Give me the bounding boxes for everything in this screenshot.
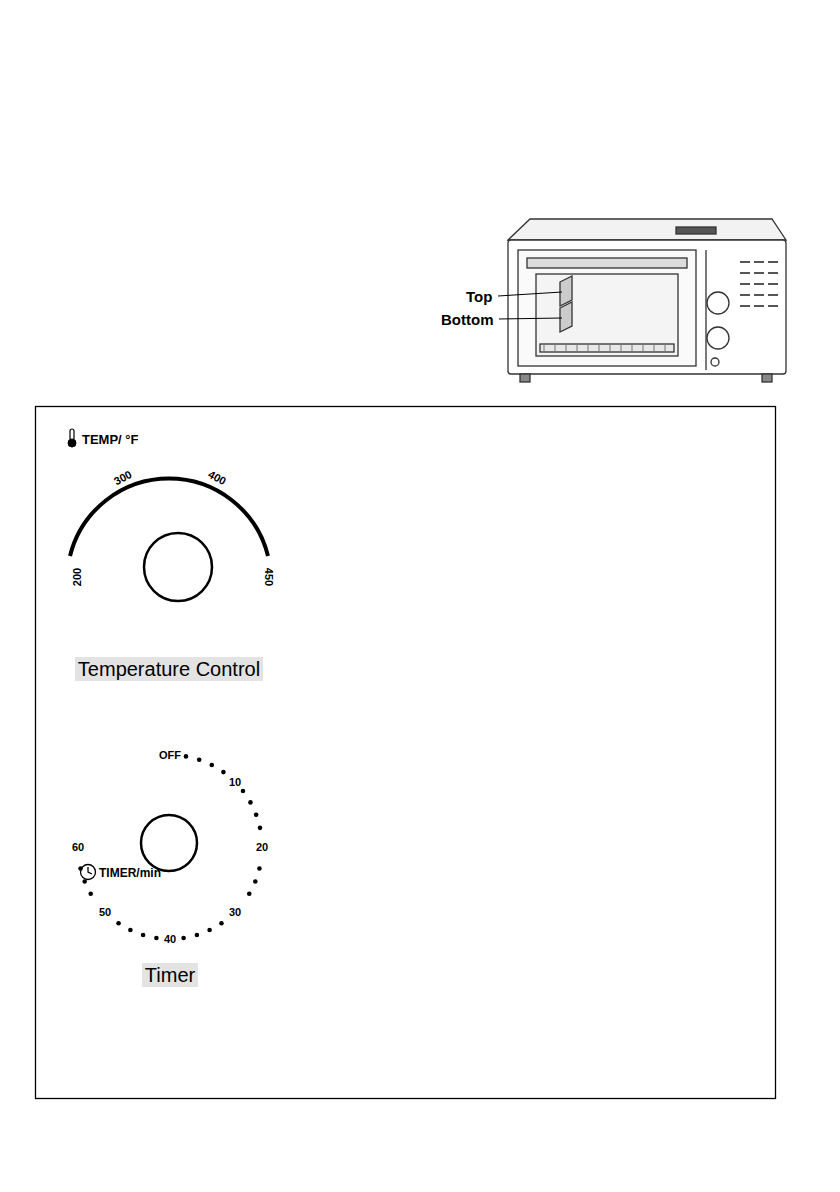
- temp-knob: [707, 292, 729, 314]
- timer-dot: [197, 757, 202, 762]
- vent-slot: [768, 261, 778, 263]
- timer-dot: [241, 789, 246, 794]
- caption-text: Timer: [145, 964, 195, 986]
- timer-dot: [88, 891, 93, 896]
- scale-number: 10: [229, 777, 241, 788]
- vent-slot: [754, 283, 764, 285]
- caption-text: Temperature Control: [78, 658, 260, 680]
- rack-bar: [544, 345, 545, 351]
- timer-dot: [221, 770, 226, 775]
- scale-title: TEMP/ °F: [82, 433, 138, 446]
- leader-line: [498, 292, 562, 296]
- vent-slot: [740, 272, 750, 274]
- oven-window: [536, 274, 678, 356]
- timer-dot: [116, 921, 121, 926]
- timer-dot: [82, 879, 87, 884]
- vent-slot: [768, 294, 778, 296]
- scale-number: 400: [206, 469, 227, 487]
- vent-slot: [740, 305, 750, 307]
- timer-dot: [207, 928, 212, 933]
- heating-element: [540, 344, 674, 352]
- top-handle: [676, 227, 716, 234]
- vent-slot: [754, 305, 764, 307]
- vent-slot: [754, 294, 764, 296]
- vent-slots: [740, 262, 778, 306]
- vent-slot: [768, 305, 778, 307]
- power-light: [711, 358, 719, 366]
- vent-slot: [740, 283, 750, 285]
- timer-dot: [258, 826, 263, 831]
- rack-bar: [577, 345, 578, 351]
- timer-dot: [253, 879, 258, 884]
- timer-dot: [78, 866, 83, 871]
- clock-icon: [81, 865, 96, 880]
- panel-edge: [705, 250, 706, 370]
- vent-slot: [740, 261, 750, 263]
- timer-knob: [707, 327, 729, 349]
- foot: [762, 374, 772, 382]
- scale-number: 450: [263, 568, 274, 586]
- caption-band: Timer: [142, 963, 198, 987]
- door-handle: [527, 258, 687, 268]
- timer-dot: [257, 866, 262, 871]
- timer-dot: [154, 936, 159, 941]
- scale-number: 50: [99, 907, 111, 918]
- rack-bar: [632, 345, 633, 351]
- rack-bars: [544, 345, 665, 351]
- timer-dot: [141, 933, 146, 938]
- vent-slot: [740, 294, 750, 296]
- timer-dot: [219, 921, 224, 926]
- timer-knob: [141, 815, 197, 871]
- timer-dot: [181, 936, 186, 941]
- toaster-oven: [508, 219, 786, 382]
- timer-dot: [128, 928, 133, 933]
- oven-body: [508, 240, 786, 374]
- part-label: Top: [466, 289, 492, 304]
- scale-title: TIMER/min: [99, 867, 161, 879]
- timer-dots: [78, 754, 262, 940]
- top-rack-slot: [560, 276, 572, 306]
- scale-number: 40: [164, 934, 176, 945]
- scale-number: 200: [72, 568, 83, 586]
- vent-slot: [768, 272, 778, 274]
- rack-bar: [566, 345, 567, 351]
- timer-dot: [195, 933, 200, 938]
- caption-band: Temperature Control: [75, 657, 263, 681]
- vent-slot: [768, 283, 778, 285]
- part-label: Bottom: [441, 312, 494, 327]
- rack-bar: [643, 345, 644, 351]
- rack-bar: [588, 345, 589, 351]
- panel-border: [36, 407, 776, 1099]
- rack-bar: [621, 345, 622, 351]
- bottom-rack-slot: [560, 302, 572, 332]
- timer-dot: [254, 812, 259, 817]
- oven-top: [508, 219, 786, 240]
- timer-dot: [248, 800, 253, 805]
- thermometer-icon: [68, 429, 76, 447]
- temperature-knob: [144, 533, 212, 601]
- scale-number: 20: [256, 842, 268, 853]
- timer-dot: [209, 763, 214, 768]
- scale-number: 60: [72, 842, 84, 853]
- oven-door: [518, 250, 696, 366]
- timer-dot: [247, 891, 252, 896]
- foot: [520, 374, 530, 382]
- rack-bar: [555, 345, 556, 351]
- leader-line: [499, 318, 562, 319]
- rack-bar: [665, 345, 666, 351]
- rack-bar: [610, 345, 611, 351]
- scale-number: 30: [229, 907, 241, 918]
- timer-dot: [184, 754, 189, 759]
- rack-bar: [599, 345, 600, 351]
- vent-slot: [754, 261, 764, 263]
- rack-bar: [654, 345, 655, 351]
- vent-slot: [754, 272, 764, 274]
- scale-number: OFF: [159, 750, 181, 761]
- scale-number: 300: [112, 469, 133, 487]
